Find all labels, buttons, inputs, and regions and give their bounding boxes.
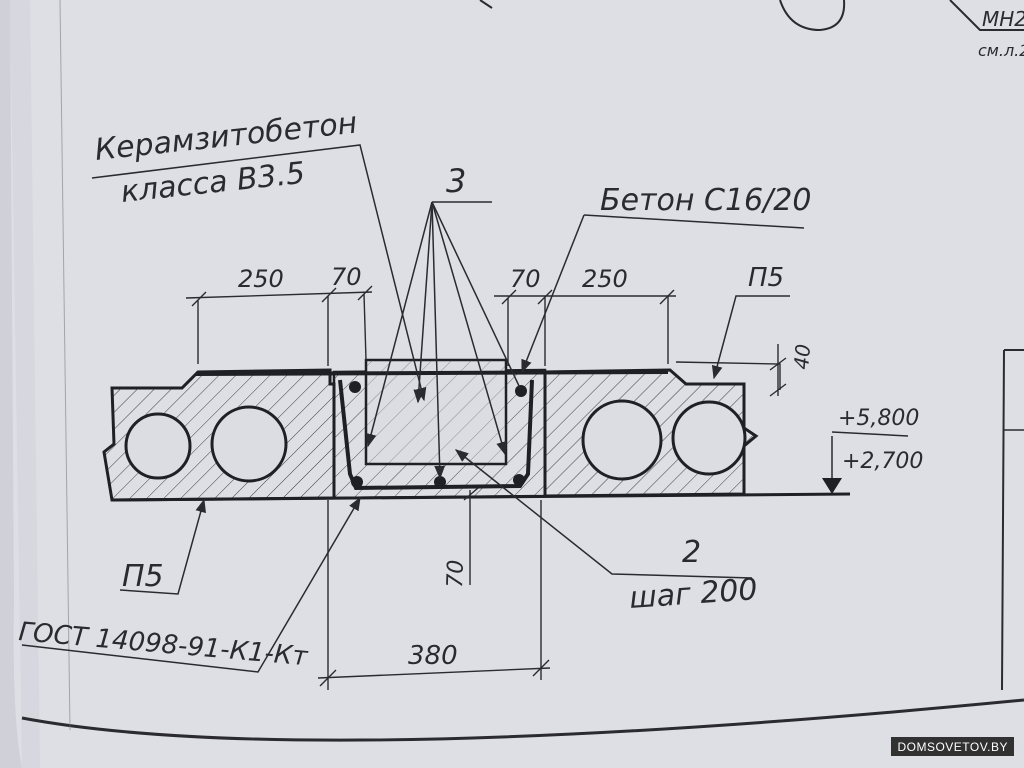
dim-40: 40 (789, 343, 815, 370)
label-slab-left: П5 (122, 559, 164, 594)
mark-mn2: МН2 (982, 7, 1024, 31)
frame-left-line (59, 0, 71, 731)
elevation-upper: +5,800 (838, 406, 919, 431)
dim-70-bottom: 70 (443, 559, 469, 588)
rebar-dot (349, 381, 361, 393)
frame-bottom-line (21, 698, 1024, 742)
leader-lines (21, 144, 909, 673)
mark-leader (949, 0, 1024, 31)
label-slab-right: П5 (748, 263, 784, 293)
page-fold-shadow (10, 0, 40, 768)
slab-right-hollow-1 (581, 399, 663, 481)
rebar-dot (515, 385, 527, 397)
elevation-lower: +2,700 (842, 449, 923, 474)
dim-380: 380 (408, 641, 458, 671)
sheet-ref: см.л.2 (978, 41, 1024, 60)
top-rebar (195, 370, 669, 376)
bottom-edge-line (111, 492, 851, 502)
dim-250-left: 250 (238, 265, 284, 293)
dim-70-right: 70 (510, 265, 541, 293)
dim-40-extension (675, 361, 781, 390)
label-concrete: Бетон С16/20 (600, 183, 811, 218)
slab-left-hollow-2 (210, 405, 288, 483)
dimension-lines (185, 285, 787, 690)
rebar-dot (513, 474, 525, 486)
top-fragment-line (479, 0, 493, 9)
title-block-left (1001, 349, 1005, 691)
callout-circle-fragment (779, 0, 846, 32)
rebar-dot (351, 476, 363, 488)
dim-250-right: 250 (582, 265, 628, 293)
label-item-2: 2 (682, 535, 701, 570)
slab-left-hollow-1 (124, 412, 192, 480)
elevation-marker (822, 478, 842, 494)
dim-70-left: 70 (331, 263, 362, 291)
watermark: DOMSOVETOV.BY (891, 737, 1014, 756)
label-item-3: 3 (446, 162, 466, 200)
slab-right-hollow-2 (671, 400, 747, 476)
